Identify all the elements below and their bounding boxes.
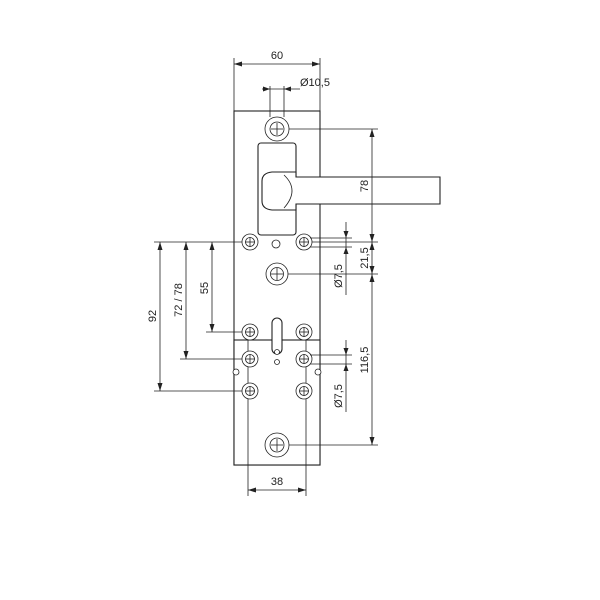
- dim-92: 92: [147, 241, 242, 392]
- dim-label-21-5: 21,5: [359, 247, 371, 268]
- dim-label-116-5: 116,5: [359, 347, 371, 374]
- dim-bore-diameter: Ø10,5: [262, 77, 330, 117]
- key-slot: [271, 317, 283, 355]
- hole-mid-left: [241, 323, 259, 341]
- dim-78: 78: [289, 128, 378, 242]
- hole-low-left: [241, 382, 259, 400]
- dim-label-lower-diameter: Ø7,5: [333, 384, 345, 408]
- hole-mid-right: [295, 323, 313, 341]
- dim-116-5: 116,5: [289, 274, 378, 446]
- dim-upper-diameter: Ø7,5: [310, 222, 352, 295]
- dim-72-78: 72 / 78: [173, 242, 242, 360]
- hole-cyl-left: [241, 350, 259, 368]
- dim-21-5: 21,5: [288, 241, 378, 275]
- dim-label-55: 55: [199, 282, 211, 294]
- dim-label-38: 38: [271, 476, 283, 488]
- lever-handle: [261, 171, 441, 211]
- hole-top: [264, 116, 290, 142]
- dim-label-92: 92: [147, 310, 159, 322]
- hole-low-right: [295, 382, 313, 400]
- dim-55: 55: [199, 242, 242, 333]
- dim-label-72-78: 72 / 78: [173, 283, 185, 317]
- hole-bottom: [264, 432, 290, 458]
- dim-label-78: 78: [359, 180, 371, 192]
- dim-plate-width: 60: [233, 50, 321, 111]
- dim-label-bore: Ø10,5: [300, 77, 330, 89]
- hole-cyl-right: [295, 350, 313, 368]
- dim-label-60: 60: [271, 50, 283, 62]
- hole-upper-left: [241, 233, 259, 251]
- hole-upper-right: [295, 233, 313, 251]
- hole-spindle: [265, 262, 289, 286]
- dim-bottom-width: 38: [247, 465, 307, 496]
- dim-label-upper-diameter: Ø7,5: [333, 264, 345, 288]
- dim-lower-diameter: Ø7,5: [310, 340, 352, 412]
